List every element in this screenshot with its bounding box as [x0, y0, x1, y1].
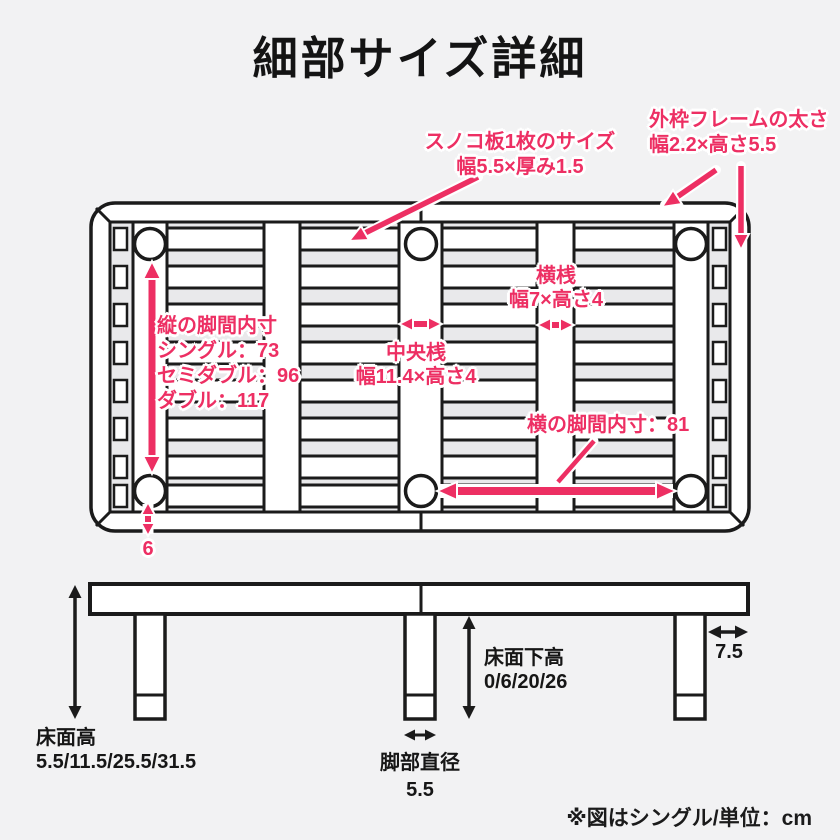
top-view-dimension-arrows	[139, 161, 751, 539]
horizontal-leg-span-label: 横の脚間内寸：81	[527, 414, 690, 436]
outer-frame-arrow-diagonal	[659, 165, 721, 210]
outer-frame-label: 外枠フレームの太さ 幅2.2×高さ5.5	[649, 108, 828, 158]
footnote: ※図はシングル/単位：cm	[566, 807, 812, 830]
horizontal-leg-span-arrow	[434, 480, 679, 502]
outer-frame-arrow-vertical	[731, 161, 751, 253]
page-title: 細部サイズ詳細	[252, 33, 588, 84]
leg-diameter-value: 5.5	[406, 779, 434, 801]
vertical-leg-span-label: 縦の脚間内寸 シングル：73 セミダブル：96 ダブル：117	[157, 314, 299, 414]
leg-diameter-title: 脚部直径	[380, 752, 460, 774]
under-floor-height-label: 床面下高 0/6/20/26	[484, 646, 567, 694]
side-platform	[88, 582, 750, 616]
under-floor-height-values: 0/6/20/26	[484, 671, 568, 693]
center-rail-label-line1: 中央桟	[386, 342, 446, 364]
frame-edge-offset-arrow	[139, 499, 157, 539]
cross-rail-width-arrow	[534, 316, 577, 334]
floor-height-title: 床面高	[36, 727, 96, 749]
slat-size-label: スノコ板1枚のサイズ 幅5.5×厚み1.5	[395, 130, 645, 180]
leg-diameter-arrow	[404, 729, 436, 741]
floor-height-label: 床面高 5.5/11.5/25.5/31.5	[36, 726, 196, 774]
under-floor-height-arrow	[462, 616, 476, 719]
vertical-leg-span-semi-double: セミダブル：96	[157, 365, 300, 387]
end-overhang-label: 7.5	[715, 641, 743, 663]
end-overhang-arrow	[708, 625, 748, 639]
slat-size-label-line2: 幅5.5×厚み1.5	[456, 156, 584, 178]
support-rails	[131, 220, 710, 514]
side-legs	[133, 612, 707, 721]
vertical-leg-span-double: ダブル：117	[157, 390, 270, 412]
outer-frame-label-line1: 外枠フレームの太さ	[649, 109, 829, 131]
slat-size-label-line1: スノコ板1枚のサイズ	[424, 131, 616, 153]
leg-diameter-label: 脚部直径 5.5	[360, 750, 480, 804]
horizontal-leg-span-leader-line	[553, 436, 599, 487]
center-rail-label-line2: 幅11.4×高さ4	[355, 366, 477, 388]
frame-edge-offset-label: 6	[142, 538, 154, 560]
vertical-leg-span-arrow	[141, 258, 163, 477]
center-rail-width-arrow	[396, 315, 445, 333]
side-view-diagram	[68, 582, 750, 741]
floor-height-arrow	[68, 585, 82, 719]
vertical-leg-span-title: 縦の脚間内寸	[157, 315, 277, 337]
cross-rail-label-line2: 幅7×高さ4	[509, 289, 603, 311]
slat-end-ticks	[112, 226, 728, 509]
vertical-leg-span-single: シングル：73	[157, 340, 280, 362]
floor-height-values: 5.5/11.5/25.5/31.5	[36, 751, 197, 773]
slat-size-arrow	[346, 172, 483, 245]
cross-rail-label: 横桟 幅7×高さ4	[481, 264, 631, 312]
center-rail-label: 中央桟 幅11.4×高さ4	[336, 341, 496, 389]
outer-frame-label-line2: 幅2.2×高さ5.5	[649, 134, 777, 156]
cross-rail-label-line1: 横桟	[536, 265, 576, 287]
under-floor-height-title: 床面下高	[484, 647, 564, 669]
